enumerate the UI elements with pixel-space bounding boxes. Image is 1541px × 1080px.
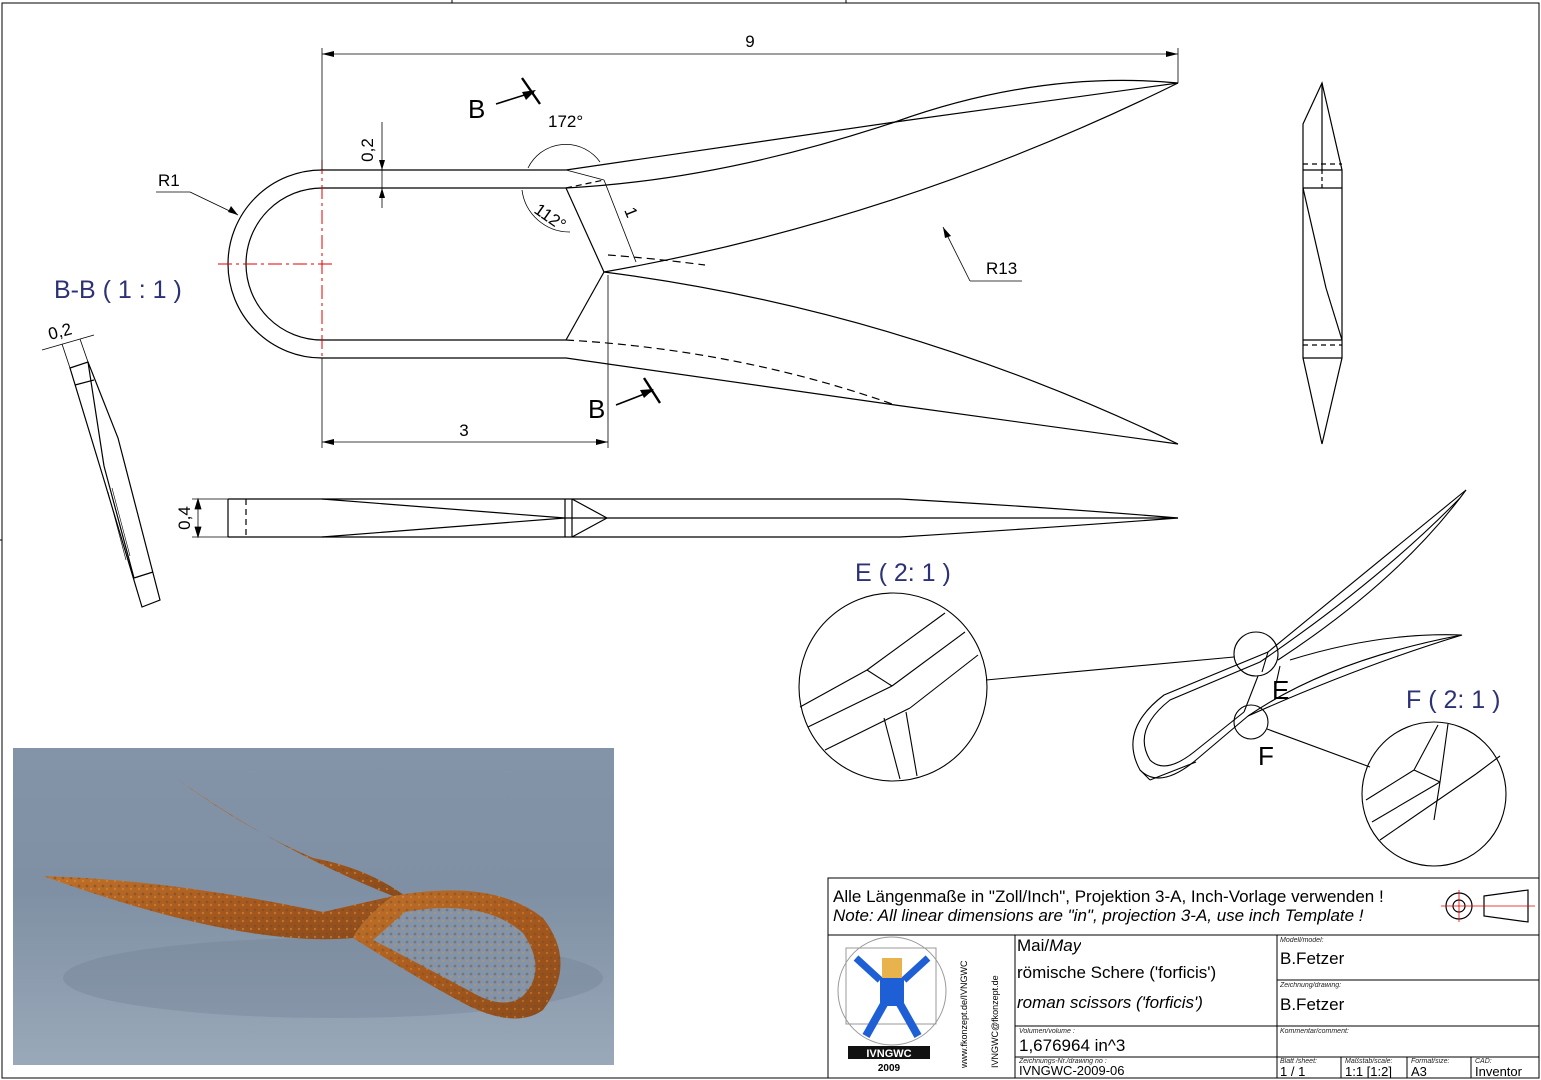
dim-section-thickness: 0,2 (46, 319, 74, 343)
upper-blade-edge (565, 79, 1179, 189)
svg-text:IVNGWC: IVNGWC (866, 1048, 911, 1060)
3d-render-image (13, 748, 614, 1065)
view-label-detail-e: E ( 2: 1 ) (855, 559, 951, 587)
cad-value: Inventor (1475, 1064, 1522, 1079)
sheet-label: Blatt /sheet: (1280, 1058, 1317, 1065)
section-marker-b-bottom: B (588, 377, 662, 424)
dim-thickness-top: 0,2 (358, 138, 377, 162)
model-value: B.Fetzer (1280, 949, 1345, 968)
view-label-section-bb: B-B ( 1 : 1 ) (54, 276, 182, 304)
cad-label: CAD: (1475, 1058, 1492, 1065)
side-thickness-dim (192, 497, 228, 539)
isometric-view (1132, 489, 1467, 781)
drawing-no-value: IVNGWC-2009-06 (1019, 1063, 1125, 1078)
svg-text:B: B (468, 94, 485, 124)
lower-blade-edge (603, 271, 1179, 445)
title-german: römische Schere ('forficis') (1017, 963, 1217, 982)
section-marker-f: F (1258, 741, 1274, 771)
vitruvian-logo: IVNGWC 2009 www.fkonzept.de/IVNGWC IVNGW… (837, 936, 1000, 1074)
section-bb-dim (41, 334, 95, 369)
front-view (227, 79, 1179, 445)
svg-text:2009: 2009 (878, 1063, 901, 1074)
sheet-value: 1 / 1 (1280, 1064, 1306, 1079)
title-block-frame (827, 877, 1540, 1079)
rusty-scissors-render (43, 776, 603, 1019)
dim-angle-outer: 172° (548, 112, 583, 131)
lower-blade-outer (565, 357, 1179, 445)
section-bb-view (69, 361, 161, 608)
dim-width-step: 1 (620, 204, 641, 220)
scale-value: 1:1 [1:2] (1345, 1064, 1392, 1079)
projection-symbol (1441, 889, 1535, 923)
detail-circles (985, 631, 1371, 768)
lower-blade-dashed (565, 339, 896, 406)
drawing-value: B.Fetzer (1280, 995, 1345, 1014)
dimension-arrows (228, 51, 1178, 445)
scale-label: Maßstab/scale: (1345, 1058, 1393, 1065)
date-field: Mai/May (1017, 936, 1082, 955)
side-view (227, 498, 1179, 538)
detail-e-view (798, 592, 988, 782)
right-view (1302, 81, 1343, 445)
volume-value: 1,676964 in^3 (1019, 1036, 1126, 1055)
title-english: roman scissors ('forficis') (1017, 993, 1203, 1012)
detail-f-view (1361, 721, 1507, 867)
upper-blade-dashed (607, 254, 706, 266)
dim-side-thickness: 0,4 (175, 506, 194, 530)
drawing-no-label: Zeichnungs-Nr./drawing no : (1019, 1058, 1107, 1065)
dim-length: 9 (745, 32, 754, 51)
title-block: Alle Längenmaße in "Zoll/Inch", Projekti… (828, 878, 1540, 1079)
svg-text:B: B (588, 394, 605, 424)
view-label-detail-f: F ( 2: 1 ) (1406, 686, 1500, 714)
dim-radius-blade: R13 (986, 259, 1017, 278)
svg-text:IVNGWC@fkonzept.de: IVNGWC@fkonzept.de (990, 975, 1000, 1068)
centerlines (218, 160, 332, 360)
note-english: Note: All linear dimensions are "in", pr… (833, 906, 1364, 925)
upper-blade-cut (603, 82, 1179, 273)
step-dashed (565, 179, 605, 189)
svg-text:www.fkonzept.de/IVNGWC: www.fkonzept.de/IVNGWC (959, 960, 969, 1069)
comment-label: Kommentar/comment: (1280, 1028, 1349, 1035)
note-german: Alle Längenmaße in "Zoll/Inch", Projekti… (833, 887, 1384, 906)
dim-angle-inner: 112° (531, 200, 570, 235)
dim-radius-bow: R1 (158, 171, 180, 190)
model-label: Modell/model: (1280, 937, 1324, 944)
section-marker-e: E (1272, 675, 1289, 705)
volume-label: Volumen/volume : (1019, 1028, 1075, 1035)
dim-handle-length: 3 (459, 421, 468, 440)
dimension-lines (156, 48, 1179, 448)
bow-inner (245, 187, 323, 341)
section-marker-b-top: B (468, 77, 541, 124)
format-value: A3 (1411, 1064, 1427, 1079)
upper-blade-outer (565, 82, 1179, 171)
drawing-label: Zeichnung/drawing: (1280, 982, 1342, 989)
format-label: Format/size: (1411, 1058, 1450, 1065)
